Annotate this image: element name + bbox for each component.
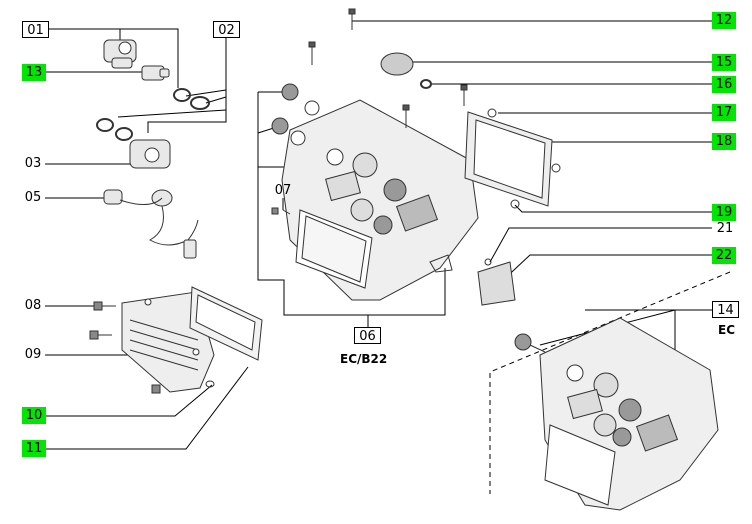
label-17: 17 [712, 104, 736, 121]
grille-and-frame [89, 286, 263, 394]
label-06: 06 [354, 327, 381, 344]
control-panel-variant [514, 317, 719, 511]
label-03: 03 [24, 156, 42, 171]
label-18: 18 [712, 133, 736, 150]
label-05: 05 [24, 190, 42, 205]
label-21: 21 [716, 221, 734, 236]
variant-label-alt: EC [718, 323, 736, 337]
variant-label-main: EC/B22 [340, 352, 388, 366]
label-02: 02 [213, 21, 240, 38]
label-12: 12 [712, 12, 736, 29]
label-01: 01 [22, 21, 49, 38]
label-09: 09 [24, 347, 42, 362]
label-13: 13 [22, 64, 46, 81]
parts-left [96, 39, 210, 259]
label-08: 08 [24, 298, 42, 313]
label-15: 15 [712, 54, 736, 71]
label-16: 16 [712, 76, 736, 93]
control-panel-main [271, 8, 479, 301]
label-19: 19 [712, 204, 736, 221]
label-07: 07 [274, 183, 292, 198]
leader-lines [45, 20, 712, 450]
parts-right [380, 52, 561, 306]
label-22: 22 [712, 247, 736, 264]
label-14: 14 [712, 301, 739, 318]
label-11: 11 [22, 440, 46, 457]
label-10: 10 [22, 407, 46, 424]
